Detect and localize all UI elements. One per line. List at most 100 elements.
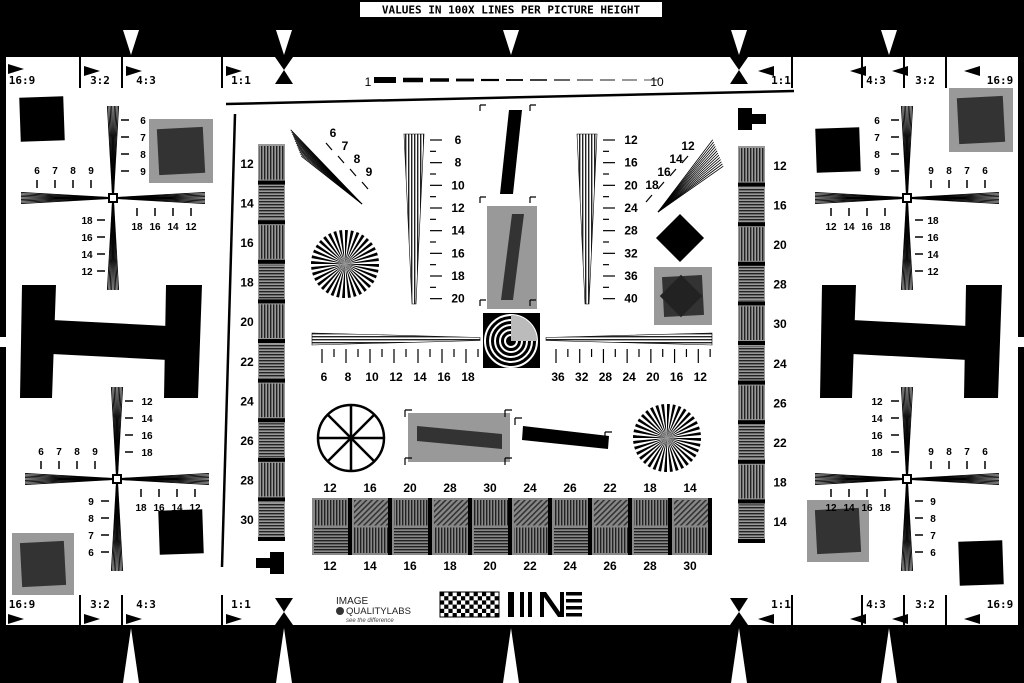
ratio-arrow (226, 614, 242, 624)
ratio-arrow (964, 66, 980, 76)
ratio-32-br: 3:2 (915, 598, 935, 611)
star-label: 16 (861, 503, 873, 514)
side-bar-label: 18 (773, 476, 787, 490)
siemens-star-right (640, 413, 667, 438)
diag-fan-tick (657, 181, 665, 190)
siemens-star-left (314, 264, 345, 281)
checker-cell (477, 613, 482, 618)
checker-cell (448, 608, 453, 613)
side-bar-divider (258, 180, 285, 185)
side-bar-label: 12 (773, 159, 787, 173)
checker-cell (452, 596, 457, 601)
side-bar-divider (258, 418, 285, 423)
side-bar-divider (738, 182, 765, 187)
siemens-star-right (667, 408, 687, 438)
siemens-star-right (642, 438, 667, 465)
patch-cell-bottom (554, 527, 588, 553)
ratio-169-bl: 16:9 (9, 598, 36, 611)
checker-cell (448, 592, 453, 597)
bowtie-bottom (275, 612, 293, 625)
left-edge-marker (0, 337, 6, 347)
checker-cell (456, 608, 461, 613)
star-label: 12 (871, 397, 883, 408)
ibeam-right-post (164, 285, 202, 398)
patch-cell-top (354, 500, 388, 526)
siemens-star-left (345, 264, 351, 298)
header-title-box (360, 2, 662, 17)
diag-fan-tick (645, 194, 653, 203)
star-fan-up (907, 105, 914, 195)
siemens-star-left (342, 264, 345, 298)
side-bar-divider (738, 380, 765, 385)
siemens-star-left (311, 264, 345, 270)
bowtie-bottom (275, 598, 293, 612)
side-bar-divider (738, 420, 765, 425)
black-square (158, 509, 204, 555)
star-fan-right (910, 198, 1000, 205)
center-slant-bar-top (500, 110, 522, 194)
side-bar-patch (259, 304, 284, 338)
siemens-star-right (667, 438, 699, 453)
wedge-label: 8 (455, 156, 462, 170)
wedge-label: 36 (624, 269, 638, 283)
side-bar-divider (738, 261, 765, 266)
star-label: 9 (88, 497, 94, 508)
ratio-43-tr: 4:3 (866, 74, 886, 87)
wedge-label: 32 (624, 246, 638, 260)
siemens-star-right (667, 438, 679, 471)
siemens-star-left (345, 264, 357, 297)
siemens-star-right (667, 438, 673, 472)
side-bar-divider (258, 299, 285, 304)
patch-label-bottom: 18 (443, 559, 457, 573)
mid-slant-bar-right (522, 426, 609, 449)
logo-line2: QUALITYLABS (346, 606, 411, 617)
dark-square (814, 507, 862, 555)
top-scale-dash (506, 79, 523, 81)
logo-bar (520, 592, 524, 617)
checker-cell (490, 600, 495, 605)
hwedge-label: 24 (622, 370, 636, 384)
side-bar-patch (739, 148, 764, 182)
siemens-star-right (637, 418, 667, 438)
top-scale-dash (577, 79, 593, 81)
patch-divider (548, 498, 552, 555)
side-bar-patch (259, 383, 284, 418)
siemens-star-right (667, 404, 670, 438)
siemens-star-left (345, 264, 379, 267)
patch-cell-bottom (514, 527, 548, 553)
hwedge-label: 10 (365, 370, 379, 384)
patch-cell-top (394, 500, 428, 526)
siemens-star-left (345, 264, 367, 292)
ibeam-left-post (820, 285, 856, 398)
hwedge-label: 36 (551, 370, 565, 384)
black-square (815, 127, 861, 173)
logo-bar (528, 592, 532, 617)
star-fan-left (20, 198, 110, 205)
star-label: 8 (140, 150, 146, 161)
star-label: 6 (982, 166, 988, 177)
siemens-star-left (345, 264, 377, 279)
star-label: 9 (874, 167, 880, 178)
vertical-wedge (576, 133, 598, 305)
ratio-arrow (84, 66, 100, 76)
corner-bracket (514, 417, 522, 425)
patch-label-bottom: 26 (603, 559, 617, 573)
corner-bracket (504, 409, 512, 417)
patch-label-bottom: 28 (643, 559, 657, 573)
logo-e-line (566, 599, 582, 603)
siemens-star-right (636, 438, 667, 455)
star-fan-left (814, 198, 904, 205)
star-label: 18 (879, 222, 891, 233)
wedge-label: 10 (451, 178, 465, 192)
checker-cell (452, 613, 457, 618)
top-scale-dash (456, 78, 474, 82)
frame-bottom-marker (731, 628, 747, 683)
star-label: 6 (34, 166, 40, 177)
star-label: 18 (927, 216, 939, 227)
star-label: 18 (879, 503, 891, 514)
top-scale-dash (530, 79, 547, 81)
siemens-star-right (667, 438, 701, 447)
top-scale-end: 10 (650, 75, 664, 89)
star-fan-right (116, 198, 206, 205)
